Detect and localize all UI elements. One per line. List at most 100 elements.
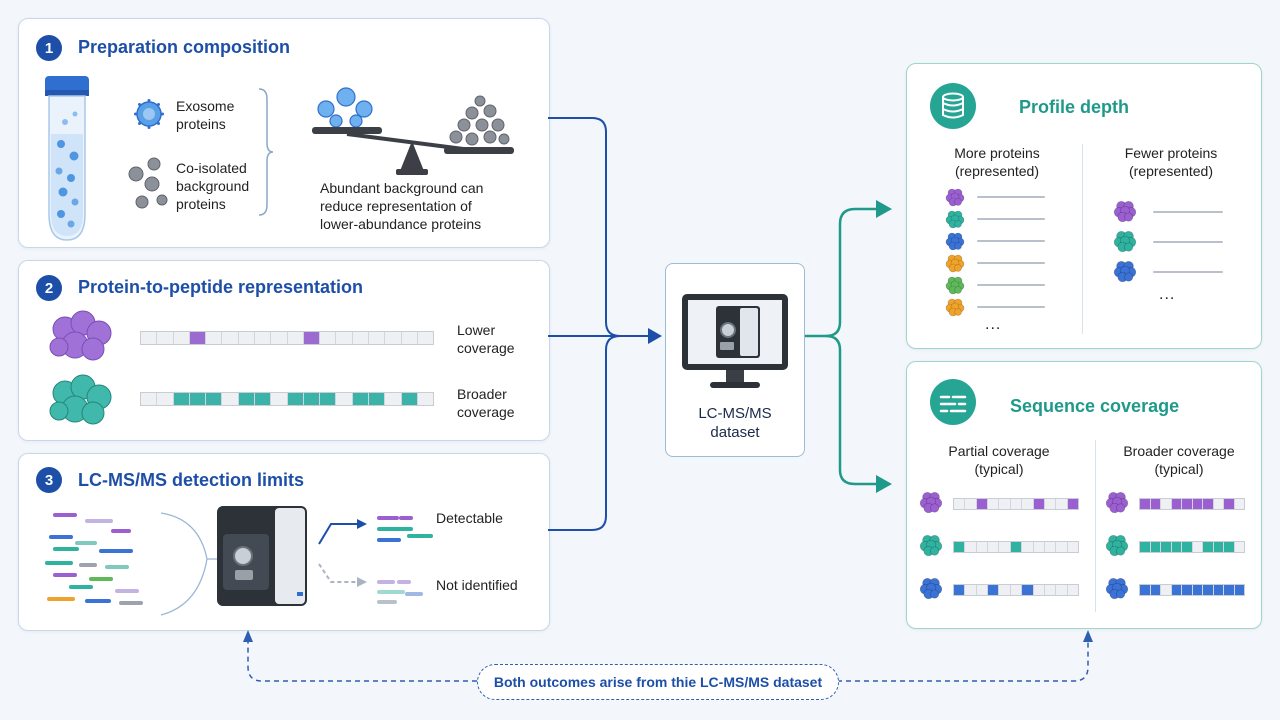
uncovered-segment xyxy=(999,499,1011,509)
uncovered-segment xyxy=(157,332,174,344)
uncovered-segment xyxy=(222,332,239,344)
peptide-coverage-strip xyxy=(140,392,434,406)
panel-profile-depth: Profile depth More proteins (represented… xyxy=(906,63,1262,349)
more-proteins-ellipsis: ... xyxy=(985,316,1002,333)
covered-peptide-segment xyxy=(1140,499,1151,509)
broader-coverage-heading: Broader coverage (typical) xyxy=(1123,443,1235,477)
uncovered-segment xyxy=(353,332,369,344)
covered-peptide-segment xyxy=(189,393,207,405)
more-proteins-heading: More proteins (represented) xyxy=(954,145,1040,179)
covered-peptide-segment xyxy=(320,393,337,405)
exosome-proteins-label: Exosome proteins xyxy=(176,98,235,132)
protein-icon xyxy=(1105,576,1129,600)
fewer-proteins-ellipsis: ... xyxy=(1159,286,1176,303)
panel-title: Protein-to-peptide representation xyxy=(78,277,364,297)
uncovered-segment xyxy=(988,499,1000,509)
covered-peptide-segment xyxy=(1203,542,1214,552)
panel-title: Preparation composition xyxy=(78,37,291,57)
exosome-icon xyxy=(134,99,164,129)
grouping-brace xyxy=(258,88,274,216)
partial-coverage-heading: Partial coverage (typical) xyxy=(948,443,1050,477)
broader-coverage-strip xyxy=(1139,584,1245,596)
protein-icon xyxy=(945,187,965,207)
uncovered-segment xyxy=(1193,542,1203,552)
purple-protein-icon xyxy=(49,310,112,361)
covered-peptide-segment xyxy=(206,393,223,405)
covered-peptide-segment xyxy=(1067,499,1078,509)
covered-peptide-segment xyxy=(368,393,386,405)
shared-dataset-note: Both outcomes arise from thie LC-MS/MS d… xyxy=(477,664,839,700)
covered-peptide-segment xyxy=(1150,585,1161,595)
partial-coverage-strip xyxy=(953,498,1079,510)
uncovered-segment xyxy=(965,499,977,509)
uncovered-segment xyxy=(1214,499,1224,509)
uncovered-segment xyxy=(988,542,1000,552)
covered-peptide-segment xyxy=(1224,542,1235,552)
covered-peptide-segment xyxy=(1213,542,1224,552)
covered-peptide-segment xyxy=(1033,499,1045,509)
uncovered-segment xyxy=(271,332,288,344)
detection-arrows xyxy=(318,519,367,587)
protein-entry-line xyxy=(977,240,1045,242)
uncovered-segment xyxy=(288,332,304,344)
balance-scale-icon xyxy=(312,87,514,175)
covered-peptide-segment xyxy=(1010,542,1023,552)
protein-icon xyxy=(919,490,943,514)
detectable-peptides-icon xyxy=(377,516,433,542)
covered-peptide-segment xyxy=(303,332,321,344)
covered-peptide-segment xyxy=(1224,499,1235,509)
uncovered-segment xyxy=(385,393,402,405)
uncovered-segment xyxy=(1068,542,1078,552)
protein-entry-line xyxy=(977,284,1045,286)
uncovered-segment xyxy=(1034,542,1045,552)
uncovered-segment xyxy=(1235,499,1245,509)
protein-icon xyxy=(919,533,943,557)
protein-entry-line xyxy=(977,218,1045,220)
covered-peptide-segment xyxy=(1150,542,1161,552)
protein-entry-line xyxy=(1153,241,1223,243)
covered-peptide-segment xyxy=(254,393,272,405)
not-identified-label: Not identified xyxy=(436,577,518,593)
uncovered-segment xyxy=(385,332,402,344)
protein-icon xyxy=(1105,533,1129,557)
database-icon xyxy=(930,83,976,129)
uncovered-segment xyxy=(999,585,1011,595)
covered-peptide-segment xyxy=(1140,542,1151,552)
covered-peptide-segment xyxy=(1234,585,1244,595)
covered-peptide-segment xyxy=(1224,585,1235,595)
uncovered-segment xyxy=(206,332,223,344)
covered-peptide-segment xyxy=(287,393,304,405)
covered-peptide-segment xyxy=(1171,499,1182,509)
uncovered-segment xyxy=(239,332,255,344)
test-tube-icon xyxy=(45,76,89,241)
uncovered-segment xyxy=(1011,499,1023,509)
covered-peptide-segment xyxy=(173,393,190,405)
uncovered-segment xyxy=(954,499,966,509)
covered-peptide-segment xyxy=(1022,585,1034,595)
protein-icon xyxy=(945,253,965,273)
covered-peptide-segment xyxy=(988,585,1000,595)
covered-peptide-segment xyxy=(1203,585,1214,595)
uncovered-segment xyxy=(1161,499,1172,509)
covered-peptide-segment xyxy=(1171,585,1182,595)
sequence-strip-icon xyxy=(930,379,976,425)
abundance-note: Abundant background can reduce represent… xyxy=(320,180,484,232)
panel-preparation-composition: 1 Preparation composition Exosome protei… xyxy=(18,18,550,248)
uncovered-segment xyxy=(965,542,977,552)
protein-icon xyxy=(1113,259,1137,283)
covered-peptide-segment xyxy=(1192,585,1203,595)
panel-protein-to-peptide: 2 Protein-to-peptide representation Lowe… xyxy=(18,260,550,441)
protein-icon xyxy=(1113,229,1137,253)
panel-detection-limits: 3 LC-MS/MS detection limits xyxy=(18,453,550,631)
protein-entry-line xyxy=(1153,211,1223,213)
monitor-icon xyxy=(682,294,788,388)
protein-entry-line xyxy=(977,196,1045,198)
uncovered-segment xyxy=(1056,585,1068,595)
panel-sequence-coverage: Sequence coverage Partial coverage (typi… xyxy=(906,361,1262,629)
uncovered-segment xyxy=(1022,499,1034,509)
broader-coverage-strip xyxy=(1139,498,1245,510)
covered-peptide-segment xyxy=(1140,585,1151,595)
protein-icon xyxy=(1113,199,1137,223)
covered-peptide-segment xyxy=(189,332,207,344)
